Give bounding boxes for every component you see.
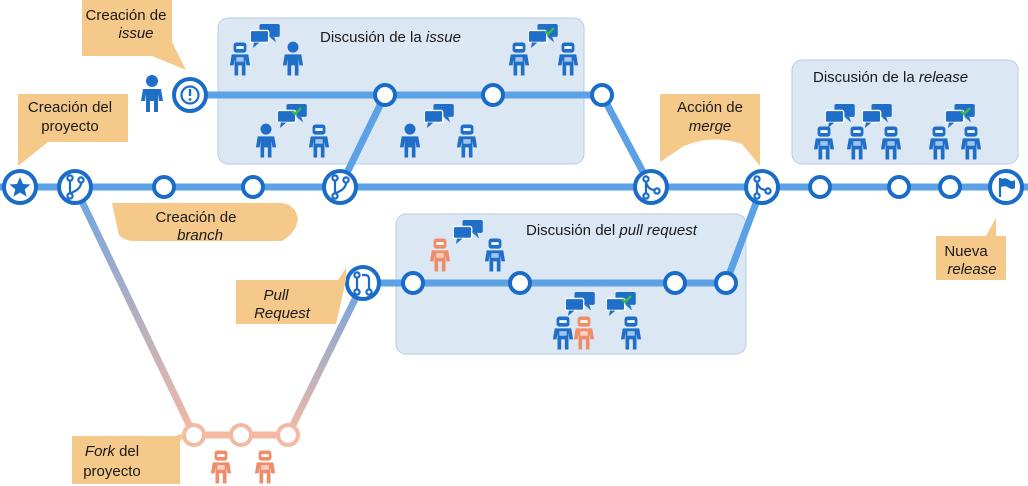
release-panel-title: Discusión de la release: [813, 69, 968, 86]
commit-node: [663, 271, 687, 295]
callout-new-release: Nueva release: [936, 218, 1006, 280]
callout-branch-creation-line1: Creación de: [156, 209, 237, 226]
callout-new-release-line2: release: [947, 261, 996, 278]
issue-node: [172, 77, 208, 113]
callout-fork: Fork del proyecto: [72, 432, 186, 484]
callout-project-creation-line1: Creación del: [28, 99, 112, 116]
fork-commit-node: [182, 423, 206, 447]
commit-node: [808, 175, 832, 199]
merge-icon: [753, 175, 772, 200]
check-icon: [291, 107, 302, 116]
callout-issue-creation-line2: issue: [118, 25, 153, 42]
commit-node: [887, 175, 911, 199]
robot-icon: [210, 450, 232, 484]
person-icon: [141, 75, 163, 112]
fork-commit-node: [276, 423, 300, 447]
commit-node: [241, 175, 265, 199]
commit-node: [373, 83, 397, 107]
branch-node: [322, 169, 358, 205]
robot-icon: [254, 450, 276, 484]
callout-branch-creation-line2: branch: [177, 227, 223, 244]
release-node: [988, 169, 1024, 205]
check-icon: [544, 27, 555, 36]
branch-icon: [66, 174, 85, 200]
star-icon: [9, 177, 31, 197]
merge-node: [633, 169, 669, 205]
commit-node: [938, 175, 962, 199]
flag-icon: [998, 178, 1015, 197]
callout-branch-creation: Creación de branch: [112, 203, 298, 244]
callout-fork-line1: Fork del: [85, 443, 139, 460]
callout-merge-action: Acción de merge: [660, 94, 760, 166]
fork-return-line: [284, 279, 367, 439]
issue-icon: [180, 85, 200, 105]
callout-merge-action-line2: merge: [689, 118, 732, 135]
check-icon: [960, 107, 971, 116]
callout-issue-creation: Creación de issue: [82, 0, 186, 70]
fork-commit-node: [229, 423, 253, 447]
issue-panel-participants: [229, 24, 579, 158]
fork-out-line: [71, 183, 198, 439]
pull-request-node: [345, 265, 381, 301]
merge-node: [744, 169, 780, 205]
release-panel-participants: [813, 104, 982, 160]
pull-request-icon: [353, 271, 373, 296]
callout-issue-creation-line1: Creación de: [86, 7, 167, 24]
issue-panel-title: Discusión de la issue: [320, 29, 461, 46]
callout-new-release-line1: Nueva: [944, 243, 988, 260]
callout-pull-request: Pull Request: [236, 268, 346, 324]
fork-participants: [210, 450, 276, 484]
check-icon: [621, 295, 632, 304]
callout-pull-request-line1: Pull: [263, 287, 289, 304]
merge-icon: [642, 175, 661, 200]
commit-node: [714, 271, 738, 295]
commit-node: [152, 175, 176, 199]
callout-project-creation-line2: proyecto: [41, 118, 99, 135]
commit-node: [508, 271, 532, 295]
pr-panel-title: Discusión del pull request: [526, 222, 698, 239]
branch-icon: [331, 174, 350, 200]
callout-project-creation: Creación del proyecto: [18, 94, 128, 166]
plain-nodes: [152, 83, 962, 447]
commit-node: [401, 271, 425, 295]
callout-pull-request-line2: Request: [254, 305, 311, 322]
callout-merge-action-line1: Acción de: [677, 99, 743, 116]
release-discussion-panel: Discusión de la release: [791, 59, 1019, 165]
pull-request-panel-participants: [429, 220, 642, 350]
start-node: [2, 169, 38, 205]
issue-discussion-panel: Discusión de la issue: [217, 17, 585, 165]
branch-node: [57, 169, 93, 205]
callout-fork-line2: proyecto: [83, 463, 141, 480]
commit-node: [481, 83, 505, 107]
commit-node: [590, 83, 614, 107]
